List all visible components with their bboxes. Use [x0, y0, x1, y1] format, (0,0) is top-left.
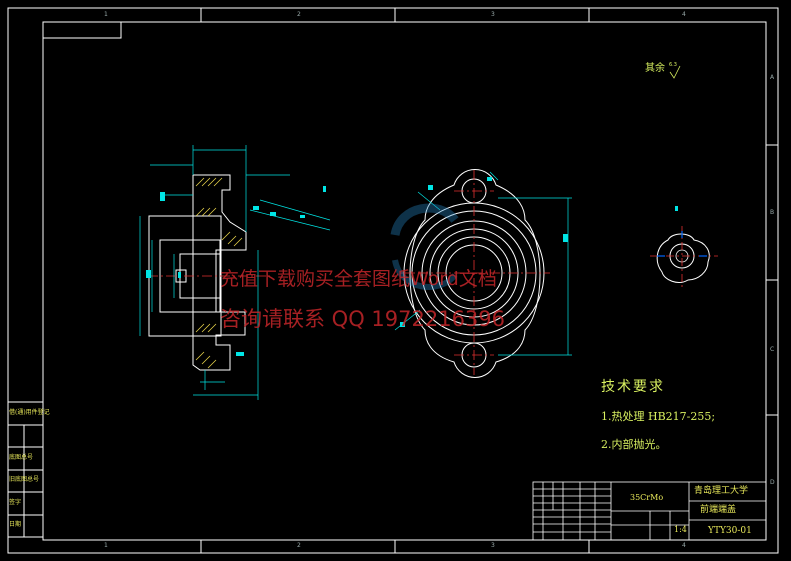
- zone-number-top: 3: [491, 11, 495, 18]
- zone-number-bottom: 2: [297, 542, 301, 549]
- left-strip-label: 日期: [9, 521, 22, 528]
- watermark-line-1: 充值下载购买全套图纸Word文档: [220, 268, 497, 290]
- university-name: 青岛理工大学: [694, 486, 749, 496]
- zone-letter-right: B: [770, 209, 775, 216]
- tech-requirements-title: 技术要求: [601, 379, 665, 395]
- watermark-logo: [390, 203, 459, 290]
- scale-ratio: 1:4: [674, 525, 687, 534]
- watermark-line-2: 咨询请联系 QQ 1972216396: [220, 307, 506, 331]
- zone-letter-right: C: [770, 346, 775, 353]
- front-view: [394, 169, 572, 378]
- surface-finish-label: 其余: [645, 63, 665, 74]
- drawing-number: YTY30-01: [708, 526, 752, 536]
- tech-requirement-item: 2.内部抛光。: [601, 438, 667, 451]
- zone-letter-right: A: [770, 74, 775, 81]
- zone-number-top: 4: [682, 11, 686, 18]
- section-view: [139, 145, 331, 400]
- zone-number-bottom: 1: [104, 542, 108, 549]
- surface-finish-symbol: [669, 65, 681, 79]
- part-name: 前端端盖: [700, 505, 737, 515]
- tech-requirement-item: 1.热处理 HB217-255;: [601, 410, 716, 423]
- zone-number-top: 1: [104, 11, 108, 18]
- zone-number-bottom: 4: [682, 542, 686, 549]
- detail-view: [650, 206, 718, 288]
- zone-number-top: 2: [297, 11, 301, 18]
- zone-letter-right: D: [770, 479, 775, 486]
- left-strip-label: 旧底图总号: [9, 476, 40, 483]
- left-strip-label: 签字: [9, 499, 22, 506]
- material-label: 35CrMo: [630, 493, 664, 502]
- frame-corner-box: [42, 21, 122, 39]
- zone-number-bottom: 3: [491, 542, 495, 549]
- surface-finish-value: 6.3: [669, 62, 677, 68]
- drawing-frame: [7, 7, 779, 554]
- title-block: [532, 481, 767, 541]
- left-strip-label: 底图总号: [9, 454, 34, 461]
- left-strip-label: 借(通)用件登记: [9, 409, 50, 416]
